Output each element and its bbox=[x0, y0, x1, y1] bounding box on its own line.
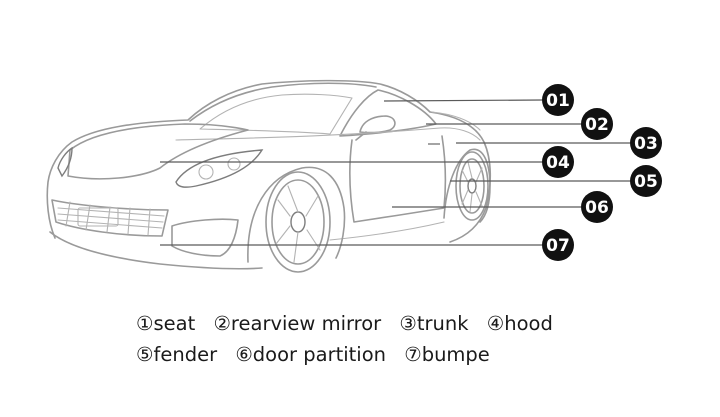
rearview-mirror bbox=[355, 115, 396, 141]
callout-circle bbox=[581, 108, 613, 140]
front-bumper bbox=[49, 231, 263, 270]
door-panel bbox=[349, 135, 447, 223]
callout-badge-01: 01 bbox=[542, 84, 574, 116]
callout-circle bbox=[542, 84, 574, 116]
legend-item-seat: ①seat bbox=[136, 312, 196, 335]
front-wheel bbox=[265, 171, 331, 273]
front-grille bbox=[51, 199, 169, 237]
rear-wheel-arch bbox=[443, 148, 491, 223]
legend-row-1: ①seat ②rearview mirror ③trunk ④hood bbox=[136, 312, 565, 335]
legend-item-hood: ④hood bbox=[486, 312, 553, 335]
hood-outline bbox=[67, 123, 249, 180]
callout-number: 02 bbox=[585, 115, 609, 135]
callout-number: 03 bbox=[634, 134, 658, 154]
belt-line bbox=[175, 127, 481, 141]
headlight-left bbox=[57, 146, 73, 178]
callout-number: 07 bbox=[546, 236, 570, 256]
legend-row-2: ⑤fender ⑥door partition ⑦bumpe bbox=[136, 343, 502, 366]
rear-wheel bbox=[455, 151, 489, 221]
legend-item-trunk: ③trunk bbox=[399, 312, 469, 335]
trunk-edge bbox=[431, 111, 481, 131]
callout-circle bbox=[581, 191, 613, 223]
headlight-lens-2 bbox=[227, 157, 241, 171]
callout-circle bbox=[630, 165, 662, 197]
fog-light bbox=[171, 218, 239, 257]
roof-line bbox=[189, 82, 377, 122]
leader-lines bbox=[160, 99, 630, 246]
side-sill bbox=[329, 221, 445, 241]
legend-item-door-partition: ⑥door partition bbox=[235, 343, 387, 366]
callout-badge-03: 03 bbox=[630, 127, 662, 159]
windshield bbox=[199, 93, 353, 135]
license-plate bbox=[77, 207, 119, 227]
callout-badge-02: 02 bbox=[581, 108, 613, 140]
callout-badge-04: 04 bbox=[542, 146, 574, 178]
legend-item-fender: ⑤fender bbox=[136, 343, 218, 366]
callout-number: 05 bbox=[634, 172, 658, 192]
callout-number: 04 bbox=[546, 153, 570, 173]
grille-slats bbox=[57, 201, 165, 236]
callout-circle bbox=[542, 146, 574, 178]
legend-item-rearview-mirror: ②rearview mirror bbox=[213, 312, 382, 335]
car-illustration bbox=[46, 79, 492, 273]
legend-item-bumper: ⑦bumpe bbox=[404, 343, 490, 366]
callout-circle bbox=[630, 127, 662, 159]
car-body-outline bbox=[46, 79, 492, 243]
callout-badge-06: 06 bbox=[581, 191, 613, 223]
callout-badges: 01 02 03 04 05 06 07 bbox=[542, 84, 662, 261]
callout-badge-07: 07 bbox=[542, 229, 574, 261]
callout-number: 06 bbox=[585, 198, 609, 218]
front-wheel-arch bbox=[247, 166, 346, 263]
callout-badge-05: 05 bbox=[630, 165, 662, 197]
callout-number: 01 bbox=[546, 91, 570, 111]
headlight bbox=[175, 149, 264, 188]
headlight-lens-1 bbox=[198, 164, 214, 180]
callout-circle bbox=[542, 229, 574, 261]
leader-line-01 bbox=[383, 99, 543, 102]
